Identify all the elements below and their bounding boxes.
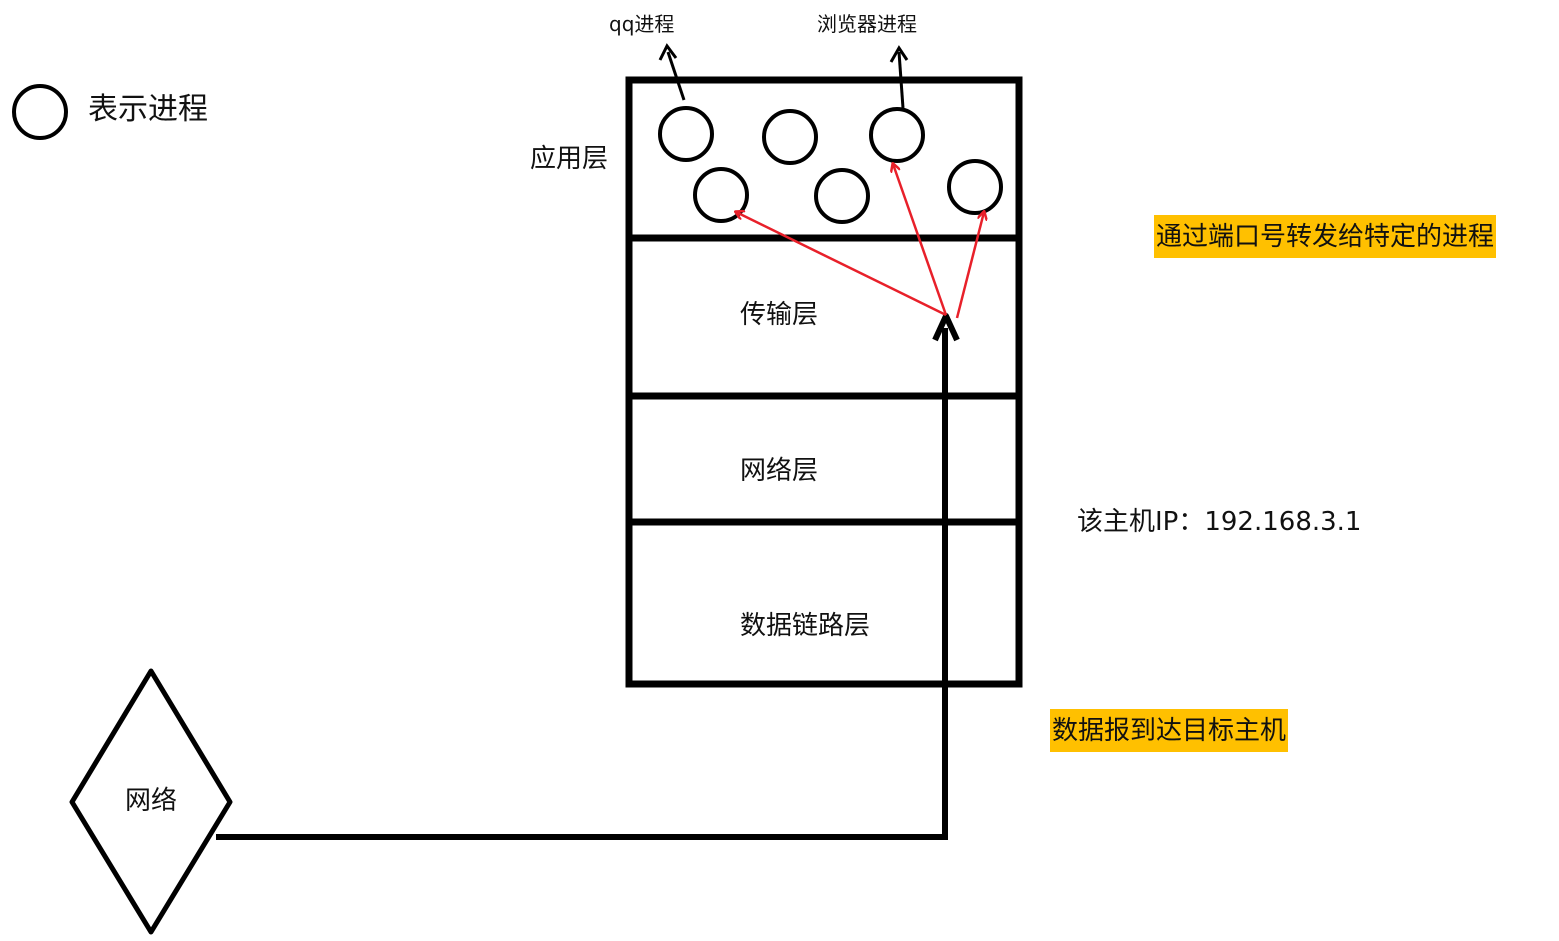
network-diamond [69,668,233,935]
process-circle [762,109,818,165]
transport-layer-label: 传输层 [740,300,819,330]
process-circle [693,167,749,223]
red-arrow-to-process [955,212,984,319]
port-demux-arrows [736,164,984,319]
datagram-path [216,328,948,840]
qq-process-label: qq进程 [609,12,675,36]
datagram-arrives-note: 数据报到达目标主机 [1050,709,1289,752]
process-circle [947,159,1003,215]
legend-label: 表示进程 [88,92,208,127]
process-circles [658,106,1003,224]
datalink-layer-box [625,518,1023,688]
browser-process-label: 浏览器进程 [817,12,917,36]
qq-label-pointer [666,51,686,101]
transport-layer-box [625,234,1023,400]
protocol-stack [625,76,1023,688]
browser-label-pointer [897,51,905,109]
process-circle [814,168,870,224]
browser-process-circle [869,107,925,163]
datagram-arrowhead [932,313,960,342]
legend-process-icon [12,84,68,140]
port-forward-note: 通过端口号转发给特定的进程 [1154,215,1497,258]
red-arrow-to-process [736,212,947,317]
network-layer-box [625,392,1023,526]
host-ip-label: 该主机IP：192.168.3.1 [1077,507,1362,537]
red-arrow-to-browser-process [893,164,948,316]
application-layer-label: 应用层 [530,144,609,174]
datalink-layer-label: 数据链路层 [740,611,871,641]
network-layer-label: 网络层 [740,456,819,486]
network-node-label: 网络 [125,786,178,816]
qq-process-circle [658,106,714,162]
